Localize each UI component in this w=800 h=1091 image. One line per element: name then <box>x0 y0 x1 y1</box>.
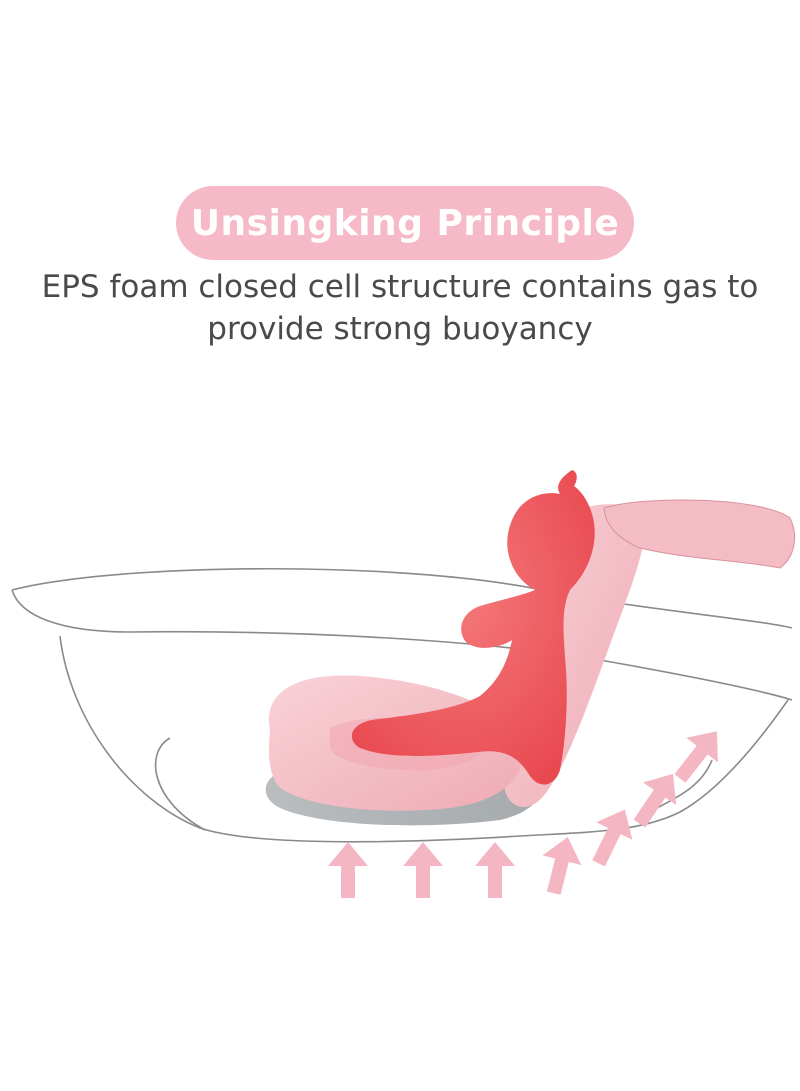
baby-silhouette <box>351 470 595 785</box>
up-arrow-icon <box>674 731 718 783</box>
bathtub-outline <box>11 567 793 843</box>
up-arrow-icon <box>403 842 443 898</box>
page-title: Unsingking Principle <box>190 202 620 244</box>
bath-cushion-illustration <box>11 470 796 898</box>
up-arrow-icon <box>633 773 677 828</box>
bathtub-foot-left <box>154 737 206 831</box>
up-arrow-icon <box>328 842 368 898</box>
subtitle-line-1: EPS foam closed cell structure contains … <box>41 269 759 305</box>
bathtub-rim-outer <box>11 567 793 629</box>
subtitle-line-2: provide strong buoyancy <box>207 311 593 347</box>
up-arrow-icon <box>475 842 515 898</box>
title-badge: Unsingking Principle <box>176 186 634 260</box>
bathtub-body <box>59 635 789 843</box>
up-arrow-icon <box>542 836 582 895</box>
cushion-head-flap <box>603 499 796 569</box>
subtitle: EPS foam closed cell structure contains … <box>20 266 780 350</box>
buoyancy-arrows <box>328 731 718 898</box>
up-arrow-icon <box>592 809 633 867</box>
bathtub-rim-inner <box>11 589 793 701</box>
